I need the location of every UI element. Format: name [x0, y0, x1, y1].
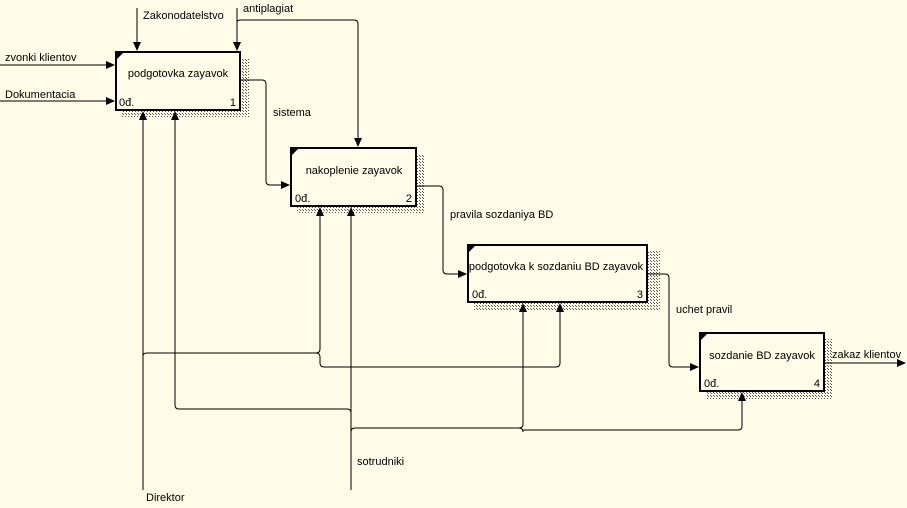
box-cost: 0đ.	[472, 289, 487, 301]
box-title: sozdanie BD zayavok	[709, 350, 815, 362]
box-corner-mark	[291, 148, 299, 156]
arrow-label: pravila sozdaniya BD	[450, 209, 553, 221]
arrow-label: zakaz klientov	[832, 349, 902, 361]
arrow-sotrudniki[interactable]: sotrudniki	[171, 111, 746, 490]
arrow-zvonki-klientov[interactable]: zvonki klientov	[0, 52, 115, 69]
arrow-label: Direktor	[146, 492, 185, 503]
arrow-direktor[interactable]: Direktor	[139, 111, 564, 504]
activity-box-2[interactable]: nakoplenie zayavok 0đ. 2	[290, 147, 424, 213]
arrow-zakonodatelstvo[interactable]: Zakonodatelstvo	[133, 8, 224, 51]
box-number: 3	[637, 289, 643, 301]
arrow-label: Zakonodatelstvo	[143, 10, 224, 22]
box-number: 1	[230, 97, 236, 109]
box-title: nakoplenie zayavok	[306, 165, 403, 177]
box-frame	[115, 51, 241, 111]
arrow-label: uchet pravil	[676, 304, 732, 316]
activity-box-4[interactable]: sozdanie BD zayavok 0đ. 4	[699, 332, 832, 399]
box-number: 4	[814, 378, 820, 390]
arrow-dokumentacia[interactable]: Dokumentacia	[0, 89, 115, 105]
box-title: podgotovka zayavok	[128, 68, 229, 80]
activity-box-3[interactable]: podgotovka k sozdaniu BD zayavok 0đ. 3	[467, 244, 660, 310]
box-corner-mark	[700, 333, 708, 341]
arrow-label: zvonki klientov	[5, 52, 77, 64]
box-corner-mark	[468, 245, 476, 253]
box-cost: 0đ.	[119, 97, 134, 109]
arrow-label: antiplagiat	[243, 3, 293, 15]
arrow-uchet-pravil[interactable]: uchet pravil	[647, 273, 732, 371]
arrow-pravila-sozdaniya[interactable]: pravila sozdaniya BD	[416, 185, 553, 278]
arrow-sistema[interactable]: sistema	[240, 79, 312, 189]
arrow-label: sotrudniki	[357, 456, 404, 468]
box-frame	[699, 332, 825, 392]
box-title: podgotovka k sozdaniu BD zayavok	[469, 261, 644, 273]
box-frame	[467, 244, 648, 303]
box-cost: 0đ.	[704, 378, 719, 390]
arrow-label: Dokumentacia	[5, 89, 76, 101]
box-number: 2	[406, 193, 412, 205]
box-cost: 0đ.	[295, 193, 310, 205]
box-frame	[290, 147, 417, 207]
arrow-zakaz-klientov[interactable]: zakaz klientov	[824, 349, 906, 367]
box-corner-mark	[116, 52, 124, 60]
arrow-antiplagiat[interactable]: antiplagiat	[233, 3, 362, 147]
activity-box-1[interactable]: podgotovka zayavok 0đ. 1	[115, 51, 249, 117]
arrow-label: sistema	[273, 107, 312, 119]
